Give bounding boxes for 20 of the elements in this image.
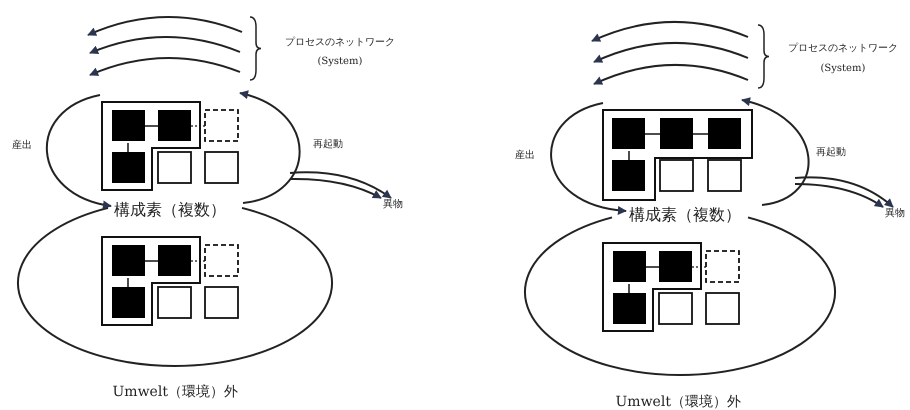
arrow: [550, 102, 627, 214]
label-text: (System): [318, 56, 362, 66]
node-label: 異物: [383, 198, 403, 210]
arrow: [794, 176, 894, 208]
label-text: Umwelt（環境）外: [112, 384, 238, 400]
edge-label: 産出: [12, 140, 32, 150]
arrow: [46, 94, 112, 209]
label-text: 再起動: [816, 146, 846, 158]
node-label: 構成素（複数）: [114, 201, 226, 219]
arrow: [794, 183, 884, 208]
edge-label: 産出: [515, 150, 535, 160]
label-text: Umwelt（環境）外: [616, 394, 741, 410]
label-text: (System): [820, 62, 866, 74]
node-label: 構成素（複数）: [629, 206, 741, 224]
node-label: 異物: [885, 208, 905, 218]
arrow: [290, 171, 392, 199]
arrow: [290, 178, 382, 199]
label-text: 再起動: [313, 138, 343, 150]
label-text: プロセスのネットワーク: [788, 42, 898, 54]
label-text: プロセスのネットワーク: [285, 36, 395, 48]
